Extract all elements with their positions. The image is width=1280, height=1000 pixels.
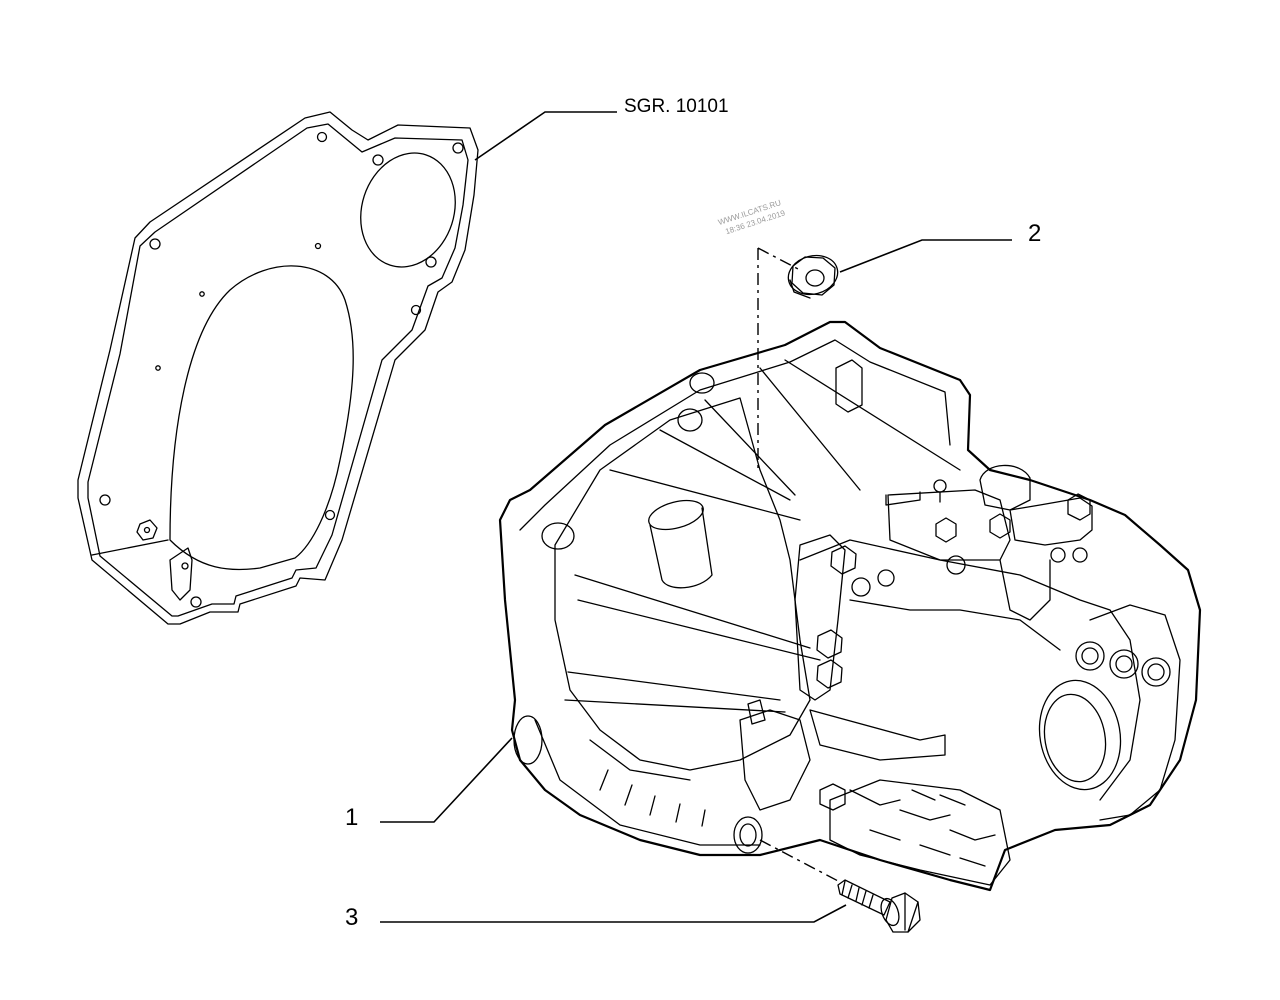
flange-bolt-part[interactable] — [837, 879, 921, 933]
flange-nut-part[interactable] — [784, 250, 842, 300]
watermark: WWW.ILCATS.RU 18:36 23.04.2019 — [717, 198, 787, 236]
callout-2[interactable]: 2 — [839, 220, 1041, 273]
callout-1-label: 1 — [345, 804, 358, 831]
assembly-line-bolt — [759, 839, 841, 883]
gearbox-housing-part[interactable] — [498, 320, 1202, 892]
callout-3-label: 3 — [345, 904, 358, 931]
callout-3[interactable]: 3 — [345, 904, 847, 931]
reference-callout: SGR. 10101 — [474, 96, 729, 161]
adapter-plate-part[interactable] — [77, 111, 479, 625]
assembly-line-nut — [757, 247, 801, 470]
reference-label: SGR. 10101 — [624, 96, 729, 117]
callout-1[interactable]: 1 — [345, 737, 513, 831]
callout-2-label: 2 — [1028, 220, 1041, 247]
